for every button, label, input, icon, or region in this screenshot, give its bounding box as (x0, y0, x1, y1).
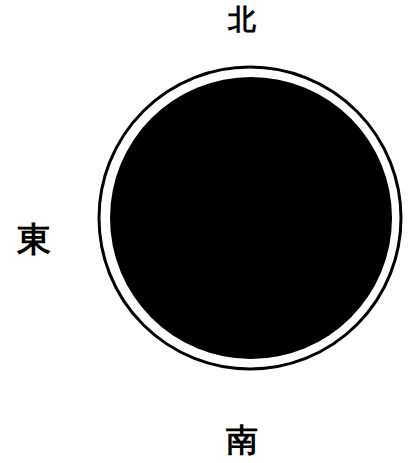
south-label: 南 (226, 424, 258, 456)
outer-ring (99, 67, 401, 369)
dark-disk (110, 77, 392, 359)
east-label: 東 (17, 223, 51, 257)
north-label: 北 (228, 6, 256, 34)
